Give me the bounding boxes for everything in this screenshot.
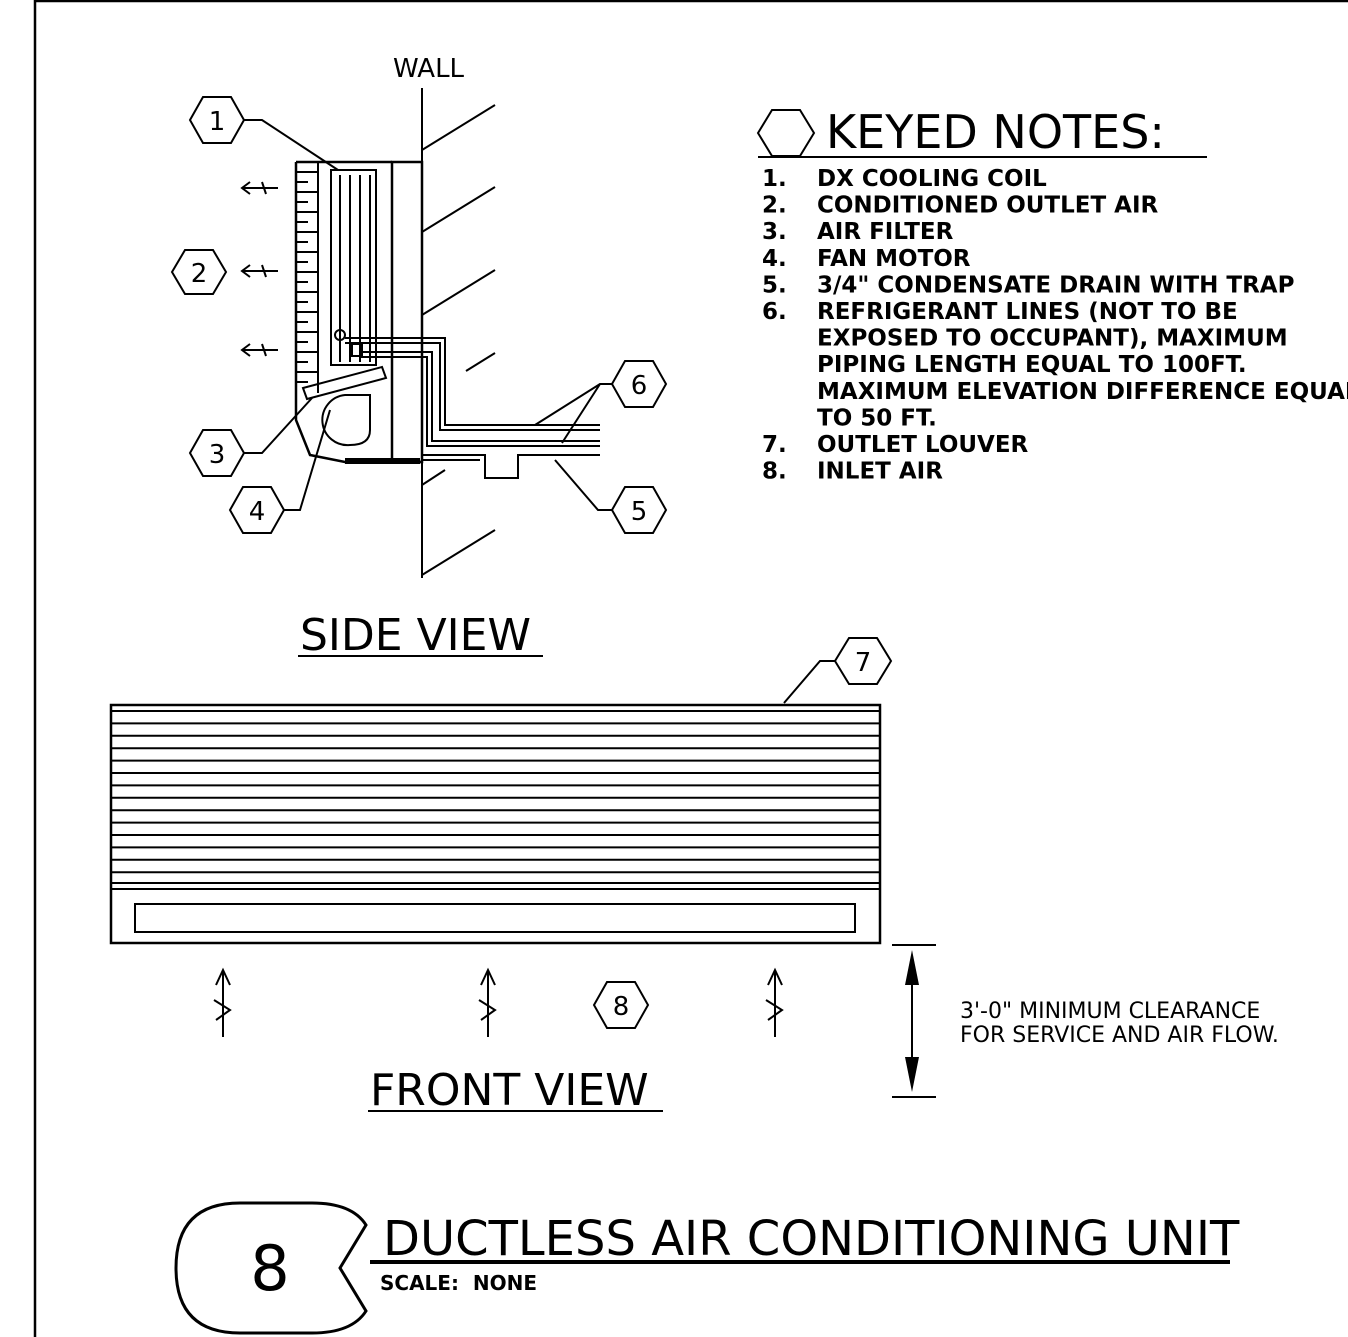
inlet-air-arrows [213, 967, 784, 1037]
keyed-note-item: 4. FAN MOTOR [762, 246, 971, 272]
side-view: WALL [170, 54, 668, 661]
keyed-note-number: 3. [762, 219, 787, 245]
keyed-note-number: 7. [762, 432, 787, 458]
keyed-note-item: MAXIMUM ELEVATION DIFFERENCE EQUAL [817, 379, 1348, 405]
keyed-note-text: CONDITIONED OUTLET AIR [817, 193, 1159, 219]
keyed-note-text: AIR FILTER [817, 219, 954, 245]
keyed-notes: KEYED NOTES: 1. DX COOLING COIL 2. CONDITIO… [756, 105, 1348, 485]
keyed-note-number: 5. [762, 272, 787, 298]
front-view-title: FRONT VIEW [370, 1065, 649, 1116]
svg-text:8: 8 [613, 992, 630, 1022]
keyed-note-text: TO 50 FT. [817, 405, 937, 431]
callout-7: 7 [783, 637, 893, 704]
keyed-note-text: MAXIMUM ELEVATION DIFFERENCE EQUAL [817, 379, 1348, 405]
callout-2: 2 [170, 249, 228, 295]
refrigerant-lines [345, 337, 600, 447]
fan-motor [321, 394, 371, 447]
keyed-note-number: 4. [762, 246, 787, 272]
keyed-note-item: 5. 3/4" CONDENSATE DRAIN WITH TRAP [762, 272, 1294, 298]
keyed-note-text: OUTLET LOUVER [817, 432, 1029, 458]
wall-label: WALL [393, 54, 465, 84]
keyed-notes-list: 1. DX COOLING COIL 2. CONDITIONED OUTLET AI… [762, 166, 1348, 485]
indoor-unit-front [109, 703, 882, 945]
callout-1: 1 [188, 96, 339, 171]
keyed-note-item: PIPING LENGTH EQUAL TO 100FT. [817, 352, 1247, 378]
outlet-air-arrows [240, 181, 278, 357]
svg-text:5: 5 [631, 497, 648, 527]
keyed-note-number: 6. [762, 299, 787, 325]
outlet-grille [296, 171, 318, 383]
detail-scale: SCALE: NONE [380, 1271, 537, 1295]
callout-3: 3 [188, 397, 313, 477]
callout-6: 6 [534, 360, 668, 444]
keyed-note-number: 2. [762, 193, 787, 219]
callout-8: 8 [592, 981, 650, 1029]
wall-hatch [421, 104, 496, 576]
keyed-note-text: EXPOSED TO OCCUPANT), MAXIMUM [817, 326, 1288, 352]
keyed-note-item: 3. AIR FILTER [762, 219, 954, 245]
keyed-note-number: 1. [762, 166, 787, 192]
keyed-notes-heading: KEYED NOTES: [826, 105, 1165, 159]
inlet-air-arrow [213, 967, 232, 1037]
inlet-grille [134, 903, 856, 933]
inlet-air-arrow [478, 967, 497, 1037]
outlet-air-arrow [240, 181, 278, 195]
clearance-note-line1: 3'-0" MINIMUM CLEARANCE [960, 999, 1260, 1024]
keyed-note-item: 2. CONDITIONED OUTLET AIR [762, 193, 1159, 219]
keyed-notes-hex-icon [756, 109, 816, 157]
detail-title-block: 8 DUCTLESS AIR CONDITIONING UNIT SCALE: … [174, 1201, 1240, 1335]
side-view-title: SIDE VIEW [300, 610, 531, 661]
clearance-dimension: 3'-0" MINIMUM CLEARANCE FOR SERVICE AND … [892, 944, 1279, 1098]
svg-text:2: 2 [191, 259, 208, 289]
detail-number-bubble [174, 1201, 368, 1335]
keyed-note-item: TO 50 FT. [817, 405, 937, 431]
keyed-note-item: 7. OUTLET LOUVER [762, 432, 1029, 458]
outlet-air-arrow [240, 343, 278, 357]
inlet-air-arrow [765, 967, 784, 1037]
front-view: 7 8 3'-0" MINIMUM CLEARANCE FOR SERVICE … [109, 637, 1279, 1116]
clearance-note-line2: FOR SERVICE AND AIR FLOW. [960, 1023, 1279, 1048]
keyed-note-text: REFRIGERANT LINES (NOT TO BE [817, 299, 1238, 325]
svg-text:3: 3 [209, 440, 226, 470]
keyed-note-item: 8. INLET AIR [762, 459, 943, 485]
keyed-note-text: DX COOLING COIL [817, 166, 1047, 192]
svg-text:4: 4 [249, 497, 266, 527]
svg-text:1: 1 [209, 107, 226, 137]
keyed-note-text: INLET AIR [817, 459, 943, 485]
outlet-louver [111, 710, 880, 874]
keyed-note-text: FAN MOTOR [817, 246, 971, 272]
keyed-note-item: 6. REFRIGERANT LINES (NOT TO BE [762, 299, 1238, 325]
detail-number: 8 [250, 1232, 289, 1305]
keyed-note-item: 1. DX COOLING COIL [762, 166, 1047, 192]
svg-text:6: 6 [631, 371, 648, 401]
detail-title: DUCTLESS AIR CONDITIONING UNIT [383, 1211, 1240, 1267]
outlet-air-arrow [240, 264, 278, 278]
callout-5: 5 [554, 459, 668, 534]
callout-4: 4 [228, 409, 331, 534]
keyed-note-number: 8. [762, 459, 787, 485]
keyed-note-text: 3/4" CONDENSATE DRAIN WITH TRAP [817, 272, 1294, 298]
indoor-unit-side [294, 160, 424, 464]
air-filter [301, 365, 388, 401]
keyed-note-item: EXPOSED TO OCCUPANT), MAXIMUM [817, 326, 1288, 352]
condensate-drain [422, 454, 600, 479]
keyed-note-text: PIPING LENGTH EQUAL TO 100FT. [817, 352, 1247, 378]
svg-text:7: 7 [855, 648, 872, 678]
dx-cooling-coil [330, 169, 377, 366]
